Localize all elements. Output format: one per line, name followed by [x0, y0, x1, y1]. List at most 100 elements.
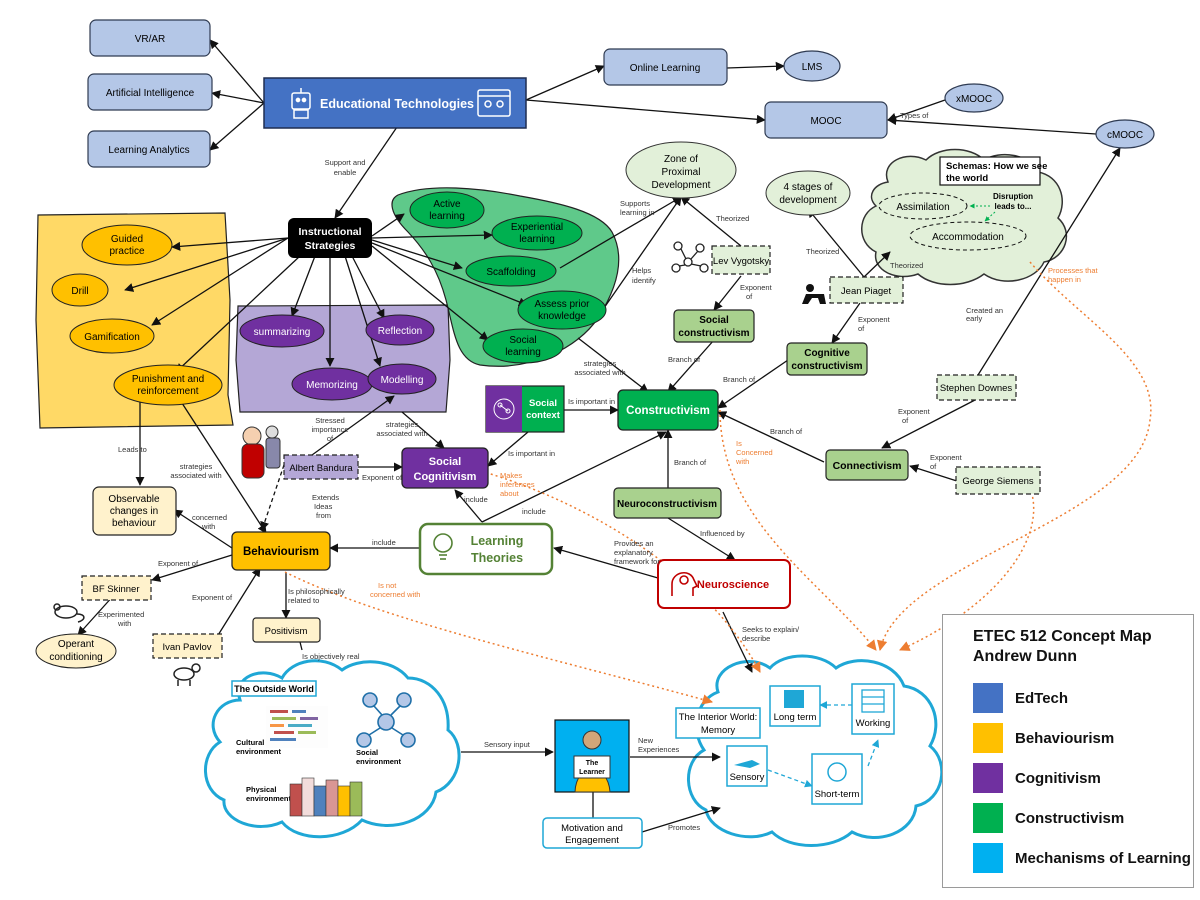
ai-node[interactable]: Artificial Intelligence — [87, 73, 213, 111]
social-constructivism-node[interactable]: Social constructivism — [673, 309, 755, 343]
siemens-node[interactable]: George Siemens — [955, 466, 1041, 495]
skinner-node[interactable]: BF Skinner — [81, 575, 152, 601]
svg-text:Social: Social — [429, 456, 461, 468]
long-term-memory-node[interactable]: Long term — [769, 685, 821, 727]
svg-text:Engagement: Engagement — [565, 835, 619, 846]
svg-text:Modelling: Modelling — [381, 375, 424, 386]
xmooc-node[interactable]: xMOOC — [944, 83, 1004, 113]
brain-network-icon — [493, 398, 515, 420]
outside-world-label: The Outside World — [231, 680, 317, 697]
svg-text:Short-term: Short-term — [815, 789, 860, 800]
svg-text:Development: Development — [652, 180, 711, 191]
operant-conditioning-node[interactable]: Operant conditioning — [35, 633, 117, 669]
punishment-node[interactable]: Punishment and reinforcement — [113, 364, 223, 406]
vygotsky-node[interactable]: Lev Vygotsky — [711, 245, 771, 275]
instructional-strategies-node[interactable]: Instructional Strategies — [288, 218, 372, 258]
lms-node[interactable]: LMS — [783, 50, 841, 82]
guided-practice-node[interactable]: Guided practice — [81, 224, 173, 266]
svg-text:Albert Bandura: Albert Bandura — [289, 463, 353, 474]
summarizing-node[interactable]: summarizing — [239, 314, 325, 348]
analytics-node[interactable]: Learning Analytics — [87, 130, 211, 168]
svg-text:strategies: strategies — [386, 420, 419, 429]
cultural-env-label: Cultural — [236, 738, 264, 747]
svg-text:4 stages of: 4 stages of — [784, 182, 833, 193]
svg-text:Branch of: Branch of — [723, 375, 756, 384]
motivation-node[interactable]: Motivation and Engagement — [542, 817, 643, 849]
svg-text:The Outside World: The Outside World — [234, 684, 314, 694]
svg-text:Motivation and: Motivation and — [561, 823, 623, 834]
svg-text:include: include — [372, 538, 396, 547]
svg-text:Is philosophically: Is philosophically — [288, 587, 345, 596]
svg-text:Processes that: Processes that — [1048, 266, 1099, 275]
gamification-node[interactable]: Gamification — [69, 318, 155, 354]
svg-text:Seeks to explain/: Seeks to explain/ — [742, 625, 800, 634]
vrar-node[interactable]: VR/AR — [89, 19, 211, 57]
learner-node[interactable]: The Learner — [554, 719, 630, 793]
legend-label-edtech: EdTech — [1015, 689, 1069, 707]
working-memory-node[interactable]: Working — [851, 683, 895, 735]
cognitive-constructivism-node[interactable]: Cognitive constructivism — [786, 342, 868, 376]
social-network-icon — [356, 692, 416, 748]
svg-text:practice: practice — [109, 246, 144, 257]
svg-text:leads to...: leads to... — [995, 202, 1032, 211]
legend-swatch-constructivism — [973, 803, 1003, 833]
social-context-node[interactable]: Social context — [485, 385, 565, 433]
svg-text:learning in: learning in — [620, 208, 655, 217]
dog-icon — [173, 663, 201, 686]
assimilation-node[interactable]: Assimilation — [878, 192, 968, 220]
svg-text:Is not: Is not — [378, 581, 397, 590]
reflection-node[interactable]: Reflection — [365, 314, 435, 346]
modelling-node[interactable]: Modelling — [367, 363, 437, 395]
experiential-learning-node[interactable]: Experiential learning — [491, 215, 583, 251]
bandura-node[interactable]: Albert Bandura — [283, 454, 359, 480]
svg-text:Helps: Helps — [632, 266, 651, 275]
svg-text:knowledge: knowledge — [538, 311, 586, 322]
interior-world-label: The Interior World: Memory — [675, 707, 761, 739]
legend-label-behaviourism: Behaviourism — [1015, 729, 1115, 747]
four-stages-node[interactable]: 4 stages of development — [765, 170, 851, 216]
svg-text:Extends: Extends — [312, 493, 339, 502]
constructivism-node[interactable]: Constructivism — [617, 389, 719, 431]
behaviourism-node[interactable]: Behaviourism — [231, 531, 331, 571]
svg-text:Concerned: Concerned — [736, 448, 773, 457]
sensory-memory-node[interactable]: Sensory — [726, 745, 768, 787]
svg-text:Connectivism: Connectivism — [833, 460, 902, 472]
scaffolding-node[interactable]: Scaffolding — [465, 255, 557, 287]
positivism-node[interactable]: Positivism — [252, 617, 321, 643]
svg-text:Is objectively real: Is objectively real — [302, 652, 360, 661]
neuroconstructivism-node[interactable]: Neuroconstructivism — [613, 487, 722, 519]
social-learning-node[interactable]: Social learning — [482, 328, 564, 364]
svg-text:Stressed: Stressed — [315, 416, 345, 425]
brain-head-icon — [671, 572, 699, 596]
pavlov-node[interactable]: Ivan Pavlov — [152, 633, 223, 659]
svg-text:reinforcement: reinforcement — [137, 386, 198, 397]
drill-node[interactable]: Drill — [51, 273, 109, 307]
svg-text:behaviour: behaviour — [112, 518, 157, 529]
cmooc-node[interactable]: cMOOC — [1095, 119, 1155, 149]
memorizing-node[interactable]: Memorizing — [291, 367, 373, 401]
edtech-node[interactable]: Educational Technologies — [263, 77, 527, 129]
connectivism-node[interactable]: Connectivism — [825, 449, 909, 481]
rat-icon — [53, 603, 85, 623]
social-cognitivism-node[interactable]: Social Cognitivism — [401, 447, 489, 489]
assess-prior-node[interactable]: Assess prior knowledge — [517, 290, 607, 330]
observable-changes-node[interactable]: Observable changes in behaviour — [92, 486, 177, 536]
robot-icon — [291, 88, 311, 119]
svg-text:Exponent of: Exponent of — [362, 473, 403, 482]
learning-theories-node[interactable]: Learning Theories — [418, 522, 554, 576]
online-learning-node[interactable]: Online Learning — [603, 48, 728, 86]
svg-text:Positivism: Positivism — [265, 626, 308, 637]
active-learning-node[interactable]: Active learning — [409, 191, 485, 229]
mooc-node[interactable]: MOOC — [764, 101, 888, 139]
downes-node[interactable]: Stephen Downes — [936, 374, 1017, 401]
accommodation-node[interactable]: Accommodation — [909, 221, 1027, 251]
svg-text:Behaviourism: Behaviourism — [243, 546, 319, 558]
neuroscience-node[interactable]: Neuroscience — [657, 559, 791, 609]
short-term-memory-node[interactable]: Short-term — [811, 753, 863, 805]
svg-text:context: context — [526, 410, 561, 421]
svg-text:Support and: Support and — [325, 158, 366, 167]
piaget-node[interactable]: Jean Piaget — [829, 276, 904, 304]
svg-text:Branch of: Branch of — [668, 355, 701, 364]
zpd-node[interactable]: Zone of Proximal Development — [625, 141, 737, 199]
svg-text:learning: learning — [429, 211, 465, 222]
